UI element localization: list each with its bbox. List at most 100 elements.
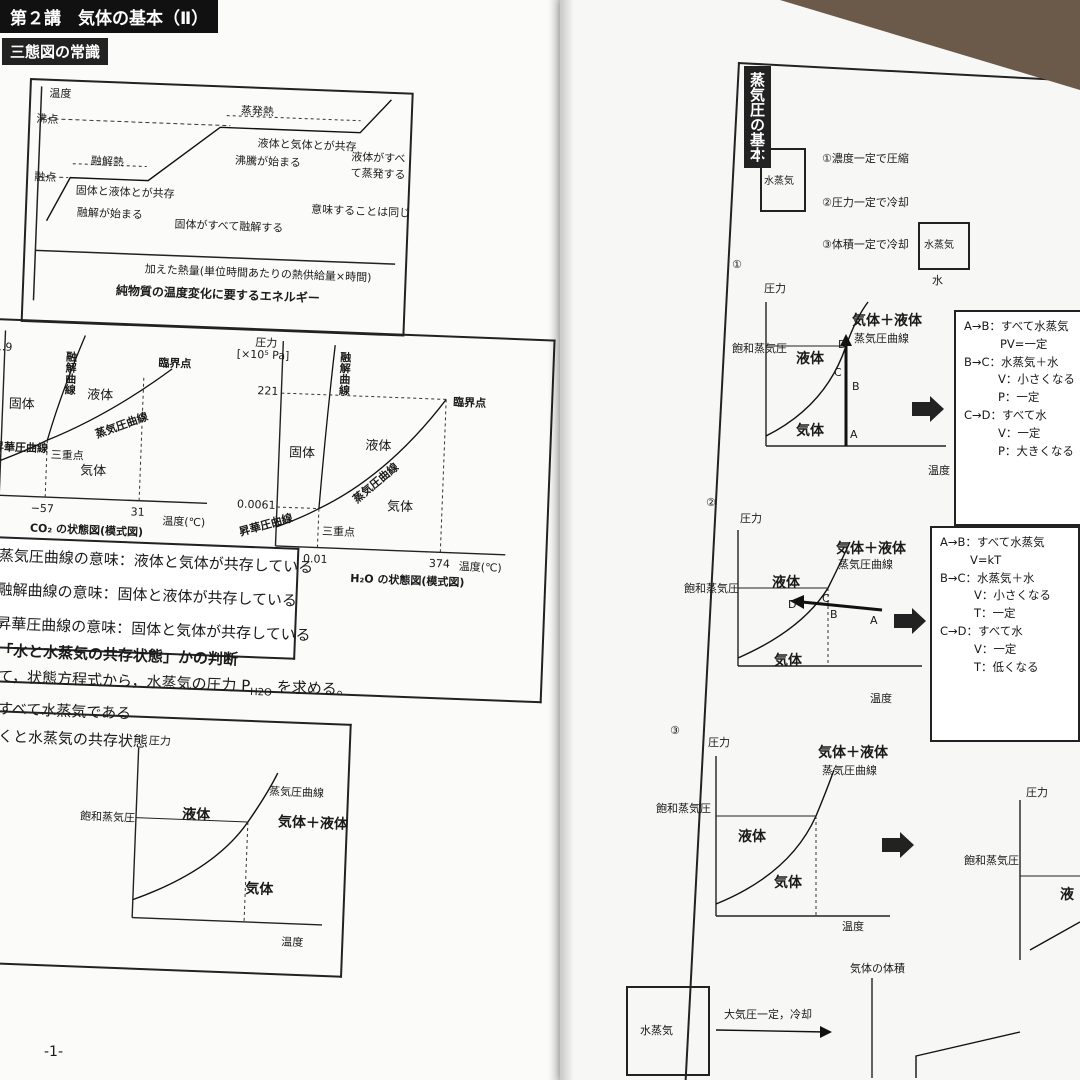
graph1-point-c: C xyxy=(834,366,842,379)
g1-box-line: C→D：すべて水 xyxy=(964,408,1047,423)
h2o-liquid: 液体 xyxy=(365,438,392,455)
co2-liquid: 液体 xyxy=(86,387,114,404)
bottom-sat-pressure: 飽和蒸気圧 xyxy=(79,809,136,825)
section-title-vapor: 蒸気圧の基本 xyxy=(744,66,771,168)
h2o-fusion-curve: 融解曲線 xyxy=(337,351,352,396)
result-vessel: 水蒸気 xyxy=(918,222,970,270)
graph1-number: ① xyxy=(732,258,742,271)
bottom-gas: 気体 xyxy=(245,880,274,899)
graph3-arrowhead-icon xyxy=(900,832,914,858)
graph1-arrow-icon xyxy=(912,402,930,416)
graph3-y-axis: 圧力 xyxy=(708,736,730,749)
bottom-liquid: 液体 xyxy=(181,806,211,824)
intro-option2: ②圧力一定で冷却 xyxy=(822,196,909,209)
h2o-solid: 固体 xyxy=(288,445,316,462)
g2-box-line: V：小さくなる xyxy=(974,588,1051,603)
intro-option3: ③体積一定で冷却 xyxy=(822,238,909,251)
graph1-gas-liquid: 気体＋液体 xyxy=(852,313,922,329)
graph3-gas: 気体 xyxy=(774,875,802,891)
h2o-y-unit: [×10⁵ Pa] xyxy=(236,347,290,363)
bottom-y-axis: 圧力 xyxy=(148,734,172,748)
co2-gas: 気体 xyxy=(79,463,107,480)
bottom-graph-box: 圧力 飽和蒸気圧 液体 蒸気圧曲線 気体＋液体 気体 温度 xyxy=(0,710,352,978)
co2-solid: 固体 xyxy=(8,396,35,413)
meaning-vapor: 蒸気圧曲線の意味：液体と気体が共存している xyxy=(0,546,314,577)
graph1-point-d: D xyxy=(838,338,847,351)
bottom-vessel-label: 水蒸気 xyxy=(640,1024,673,1037)
h2o-x-tick2: 374 xyxy=(428,556,451,571)
bottom-volume-svg xyxy=(871,978,1021,1078)
bottom-vapor-curve: 蒸気圧曲線 xyxy=(268,784,325,800)
g2-box-line: V=kT xyxy=(970,552,1002,567)
heat-fusion: 融解熱 xyxy=(90,154,125,169)
text-line-2-sub: H2O xyxy=(249,686,273,699)
g2-box-line: T：一定 xyxy=(974,606,1016,621)
right-page: 蒸気圧の基本 水蒸気 ①濃度一定で圧縮 ②圧力一定で冷却 ③体積一定で冷却 水蒸… xyxy=(560,0,1080,1080)
graph2-gas-liquid: 気体＋液体 xyxy=(836,541,906,557)
graph1-arrowhead-icon xyxy=(930,396,944,422)
bottom-vessel: 水蒸気 xyxy=(626,986,710,1076)
heat-vapor: 蒸発熱 xyxy=(240,104,275,119)
graph2-point-a: A xyxy=(870,614,878,627)
graph2-point-d: D xyxy=(788,598,797,611)
co2-y-value: 1.9 xyxy=(0,340,13,354)
h2o-x-axis: 温度(℃) xyxy=(458,560,502,575)
co2-x-axis: 温度(℃) xyxy=(162,514,206,530)
melting-start: 融解が始まる xyxy=(76,205,144,222)
g1-box-line: V：一定 xyxy=(998,425,1041,440)
g1-box-line: PV=一定 xyxy=(1000,336,1048,351)
g1-box-line: P：一定 xyxy=(998,390,1040,405)
graph3r-sat-pressure: 飽和蒸気圧 xyxy=(964,854,1019,867)
left-page: 第２講 気体の基本（Ⅱ） 三態図の常識 温度 沸点 融点 蒸発熱 融解熱 液体と… xyxy=(0,0,560,1080)
co2-sublimation-curve: 昇華圧曲線 xyxy=(0,440,49,456)
graph3r-liquid: 液 xyxy=(1060,887,1074,903)
g1-box-line: P：大きくなる xyxy=(998,443,1074,458)
graph1-liquid: 液体 xyxy=(796,351,824,367)
boiling-point: 沸点 xyxy=(36,112,59,127)
h2o-y-tick2: 0.0061 xyxy=(236,497,276,512)
h2o-gas: 気体 xyxy=(386,499,414,516)
lecture-header: 第２講 気体の基本（Ⅱ） xyxy=(0,0,219,33)
text-line-2-tail: を求める。 xyxy=(271,677,353,699)
graph2-y-axis: 圧力 xyxy=(740,512,762,525)
meaning-fusion: 融解曲線の意味：固体と液体が共存している xyxy=(0,580,298,610)
section-title-phase: 三態図の常識 xyxy=(2,38,109,65)
co2-x-tick1: −57 xyxy=(30,501,55,516)
bottom-y-axis: 気体の体積 xyxy=(850,962,905,975)
bottom-x-axis: 温度 xyxy=(281,935,304,950)
co2-triple-point: 三重点 xyxy=(50,448,85,463)
graph2-x-axis: 温度 xyxy=(870,692,892,705)
evaporation-start: 沸騰が始まる xyxy=(234,153,302,170)
graph2-svg xyxy=(737,530,922,667)
graph1-point-a: A xyxy=(850,428,858,441)
graph3-x-axis: 温度 xyxy=(842,920,864,933)
g2-box-line: V：一定 xyxy=(974,641,1017,656)
h2o-triple-point: 三重点 xyxy=(321,524,356,540)
graph3-sat-pressure: 飽和蒸気圧 xyxy=(656,802,711,815)
co2-x-tick2: 31 xyxy=(130,505,145,519)
bottom-arrow-label: 大気圧一定，冷却 xyxy=(724,1008,812,1021)
graph3-svg xyxy=(715,756,890,917)
melting-point: 融点 xyxy=(33,170,57,185)
water-label: 水 xyxy=(932,274,943,287)
graph2-vapor-curve: 蒸気圧曲線 xyxy=(838,558,893,571)
bottom-graph-svg xyxy=(131,747,323,926)
g2-box-line: A→B：すべて水蒸気 xyxy=(940,535,1045,549)
g1-box-line: A→B：すべて水蒸気 xyxy=(964,319,1069,333)
g2-box-line: T：低くなる xyxy=(974,659,1039,674)
graph2-point-b: B xyxy=(830,608,838,621)
g2-box-line: C→D：すべて水 xyxy=(940,624,1023,639)
h2o-y-tick1: 221 xyxy=(257,384,279,398)
graph1-point-b: B xyxy=(852,380,860,393)
desk-corner xyxy=(780,0,1080,90)
graph2-sat-pressure: 飽和蒸気圧 xyxy=(684,582,739,595)
bottom-arrow-svg xyxy=(715,1026,832,1038)
graph3-vapor-curve: 蒸気圧曲線 xyxy=(822,764,877,777)
intro-vessel: 水蒸気 xyxy=(760,148,806,212)
intro-vessel-label: 水蒸気 xyxy=(764,176,794,187)
phase-diagrams-svg xyxy=(0,330,506,556)
phase-diagram-box: 1.9 融解曲線 液体 固体 臨界点 蒸気圧曲線 昇華圧曲線 三重点 気体 −5… xyxy=(0,318,556,704)
graph1-svg xyxy=(765,301,946,447)
graph3-number: ③ xyxy=(670,724,680,737)
bottom-gas-liquid: 気体＋液体 xyxy=(277,814,349,833)
